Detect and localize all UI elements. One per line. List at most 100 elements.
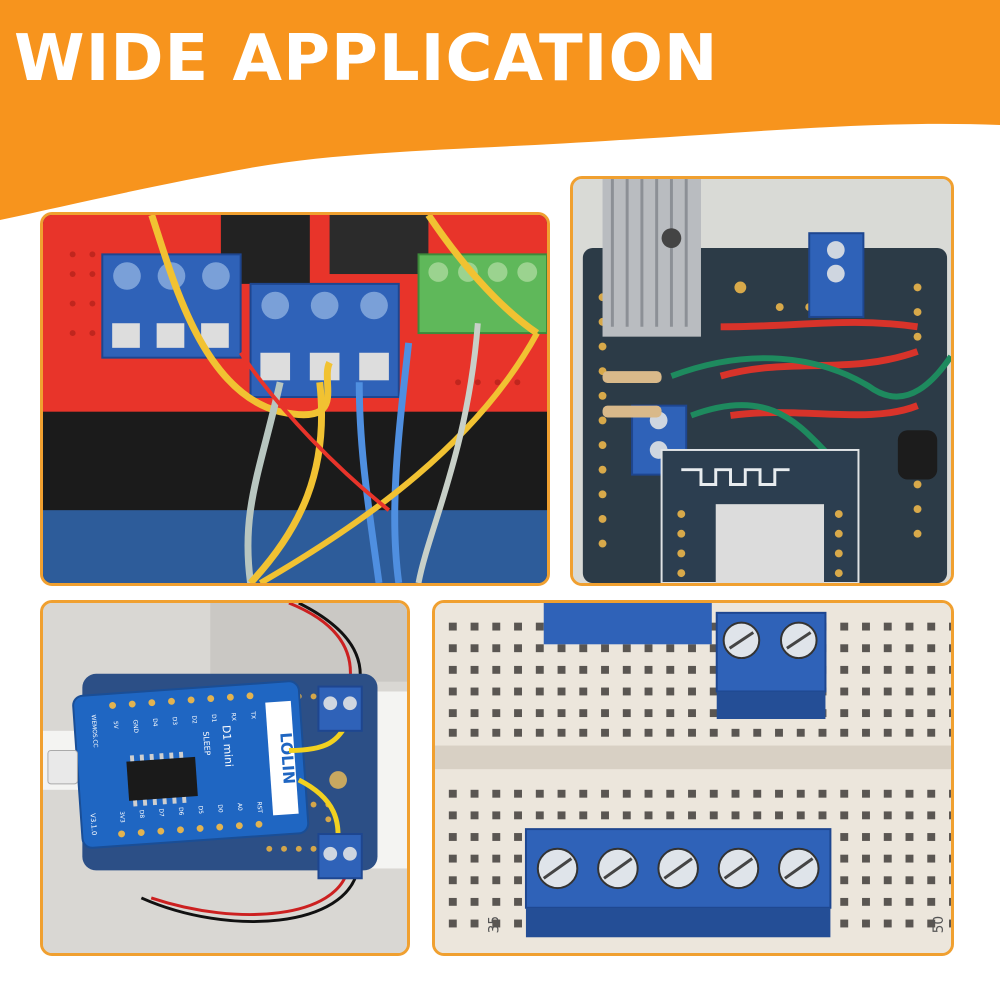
- breadboard-hole: [557, 644, 566, 653]
- breadboard-hole: [579, 644, 588, 653]
- pin-label-top: D1: [210, 714, 217, 723]
- breadboard-hole: [470, 709, 479, 718]
- breadboard-hole: [622, 811, 631, 820]
- breadboard-hole: [557, 665, 566, 674]
- breadboard-hole: [579, 687, 588, 696]
- breadboard-hole: [949, 811, 951, 820]
- breadboard-hole: [492, 622, 501, 631]
- pin-label-bottom: D7: [157, 808, 164, 817]
- breadboard-hole: [448, 833, 457, 841]
- breadboard-hole: [644, 665, 653, 674]
- breadboard-hole: [470, 811, 479, 820]
- breadboard-hole: [470, 728, 479, 737]
- breadboard-hole: [448, 789, 457, 798]
- breadboard-hole: [775, 728, 783, 737]
- pin-label-bottom: D6: [177, 807, 184, 816]
- breadboard-hole: [492, 665, 501, 674]
- breadboard-hole: [644, 709, 653, 718]
- breadboard-hole: [622, 644, 631, 653]
- breadboard-hole: [470, 833, 479, 841]
- breadboard-hole: [470, 665, 479, 674]
- pin-label-bottom: D0: [216, 804, 223, 813]
- breadboard-hole: [840, 811, 849, 820]
- breadboard-hole: [688, 665, 696, 674]
- breadboard-hole: [470, 644, 479, 653]
- breadboard-hole: [514, 789, 522, 798]
- breadboard-hole: [622, 687, 631, 696]
- breadboard-hole: [601, 709, 609, 718]
- pin-label-top: GND: [131, 719, 138, 733]
- breadboard-hole: [601, 665, 609, 674]
- breadboard-hole: [905, 644, 914, 653]
- breadboard-hole: [927, 728, 936, 737]
- breadboard-hole: [470, 854, 479, 863]
- photo-perfboard-esp-module: [570, 176, 954, 586]
- sleep-label: SLEEP: [201, 731, 212, 756]
- pin-label-bottom: A0: [236, 803, 243, 811]
- breadboard-hole: [796, 789, 805, 798]
- breadboard-hole: [840, 876, 849, 885]
- breadboard-hole: [862, 665, 870, 674]
- breadboard-hole: [557, 811, 566, 820]
- breadboard-hole: [753, 728, 762, 737]
- breadboard-hole: [514, 728, 522, 737]
- breadboard-hole: [470, 687, 479, 696]
- breadboard-hole: [905, 687, 914, 696]
- pin-label-top: RX: [229, 713, 236, 722]
- breadboard-hole: [905, 811, 914, 820]
- breadboard-hole: [905, 622, 914, 631]
- breadboard-hole: [949, 665, 951, 674]
- breadboard-hole: [949, 728, 951, 737]
- breadboard-hole: [470, 897, 479, 906]
- breadboard-hole: [666, 665, 675, 674]
- breadboard-hole: [862, 622, 870, 631]
- breadboard-hole: [644, 811, 653, 820]
- breadboard-hole: [492, 876, 501, 885]
- breadboard-hole: [883, 854, 892, 863]
- model-label: D1 mini: [219, 725, 235, 768]
- pin-label-top: D2: [190, 715, 197, 724]
- breadboard-hole: [840, 709, 849, 718]
- breadboard-hole: [927, 789, 936, 798]
- breadboard-hole: [709, 665, 718, 674]
- breadboard-hole: [883, 876, 892, 885]
- breadboard-hole: [840, 644, 849, 653]
- breadboard-hole: [883, 622, 892, 631]
- breadboard-hole: [666, 728, 675, 737]
- breadboard-hole: [862, 897, 870, 906]
- breadboard-hole: [492, 709, 501, 718]
- breadboard-hole: [514, 897, 522, 906]
- breadboard-hole: [949, 876, 951, 885]
- pin-label-top: D3: [171, 717, 178, 726]
- breadboard-hole: [535, 687, 544, 696]
- breadboard-hole: [688, 644, 696, 653]
- breadboard-hole: [514, 854, 522, 863]
- breadboard-hole: [883, 833, 892, 841]
- breadboard-hole: [514, 665, 522, 674]
- breadboard-hole: [448, 687, 457, 696]
- breadboard-hole: [448, 728, 457, 737]
- breadboard-hole: [448, 622, 457, 631]
- breadboard-hole: [840, 854, 849, 863]
- breadboard-hole: [949, 919, 951, 928]
- breadboard-hole: [883, 644, 892, 653]
- breadboard-hole: [535, 789, 544, 798]
- breadboard-hole: [862, 833, 870, 841]
- breadboard-hole: [818, 811, 827, 820]
- breadboard-hole: [448, 644, 457, 653]
- breadboard-hole: [796, 811, 805, 820]
- breadboard-hole: [840, 789, 849, 798]
- breadboard-hole: [818, 728, 827, 737]
- breadboard-hole: [492, 811, 501, 820]
- breadboard-hole: [448, 876, 457, 885]
- breadboard-hole: [535, 644, 544, 653]
- photo-d1-mini-board: LOLIN D1 mini SLEEP V3.1.0 WEMOS.CC 5V G…: [40, 600, 410, 956]
- breadboard-hole: [688, 709, 696, 718]
- breadboard-hole: [818, 789, 827, 798]
- breadboard-hole: [579, 709, 588, 718]
- breadboard-hole: [927, 919, 936, 928]
- row-label-right: 50: [931, 916, 947, 934]
- breadboard-hole: [840, 919, 849, 928]
- breadboard-hole: [927, 644, 936, 653]
- breadboard-hole: [535, 709, 544, 718]
